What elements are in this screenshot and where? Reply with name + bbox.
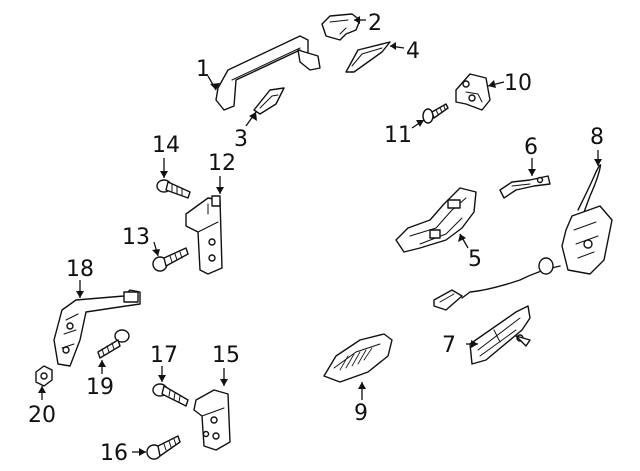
callout-8: 8 [590, 125, 604, 150]
callout-10: 10 [504, 71, 532, 96]
part-check-bolt [97, 329, 130, 359]
callout-15: 15 [212, 343, 240, 368]
part-actuator-rod [499, 175, 551, 199]
callout-20: 20 [28, 403, 56, 428]
part-front-pad [345, 41, 391, 73]
callout-4: 4 [406, 39, 420, 64]
callout-3: 3 [234, 127, 248, 152]
part-latch-cable [433, 164, 613, 311]
part-hinge-bolt-mid [152, 383, 189, 407]
callout-9: 9 [354, 401, 368, 426]
callout-19: 19 [86, 375, 114, 400]
part-hinge-bolt-top [156, 179, 191, 199]
part-handle-bracket [395, 187, 477, 253]
part-hinge-bolt-lower [146, 435, 181, 460]
callout-17: 17 [150, 343, 178, 368]
part-upper-hinge [185, 195, 223, 275]
callout-6: 6 [524, 135, 538, 160]
leader-arrowheads [38, 16, 602, 456]
callout-12: 12 [208, 151, 236, 176]
callout-1: 1 [196, 57, 210, 82]
callout-11: 11 [384, 123, 412, 148]
part-striker-screw [422, 103, 449, 124]
callout-13: 13 [122, 225, 150, 250]
callout-14: 14 [152, 133, 180, 158]
callout-7: 7 [442, 333, 456, 358]
callout-2: 2 [368, 11, 382, 36]
callout-18: 18 [66, 257, 94, 282]
part-check-nut [35, 365, 53, 387]
part-door-check [53, 289, 141, 367]
part-inside-handle [323, 333, 393, 383]
part-hinge-bolt-upper [152, 247, 189, 272]
part-handle-cap [321, 13, 361, 41]
callout-5: 5 [468, 247, 482, 272]
callout-16: 16 [100, 441, 128, 466]
part-rear-pad [253, 87, 285, 115]
part-handle [215, 35, 321, 111]
part-lower-hinge [193, 389, 231, 451]
part-lock-striker-plate [469, 305, 531, 365]
part-striker [455, 73, 491, 111]
